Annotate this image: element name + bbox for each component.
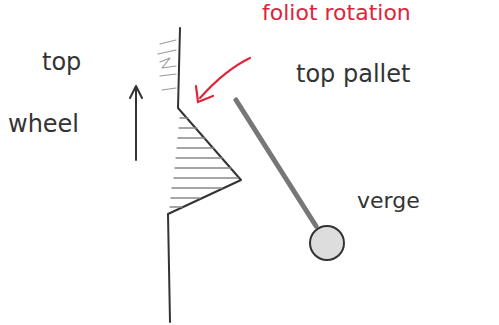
wheel-arrow [130, 86, 142, 160]
part-label: top [42, 50, 81, 74]
rotation-arrow [196, 58, 250, 102]
part-label: verge [357, 190, 420, 212]
wheel-tooth [168, 28, 241, 322]
part-label: top pallet [296, 62, 410, 86]
part-label: wheel [8, 112, 79, 136]
tooth-hatch [170, 118, 238, 207]
verge-circle [310, 226, 344, 260]
wheel-hatch [158, 40, 176, 90]
pallet-rod [236, 100, 316, 226]
motion-note: foliot rotation [262, 2, 411, 24]
